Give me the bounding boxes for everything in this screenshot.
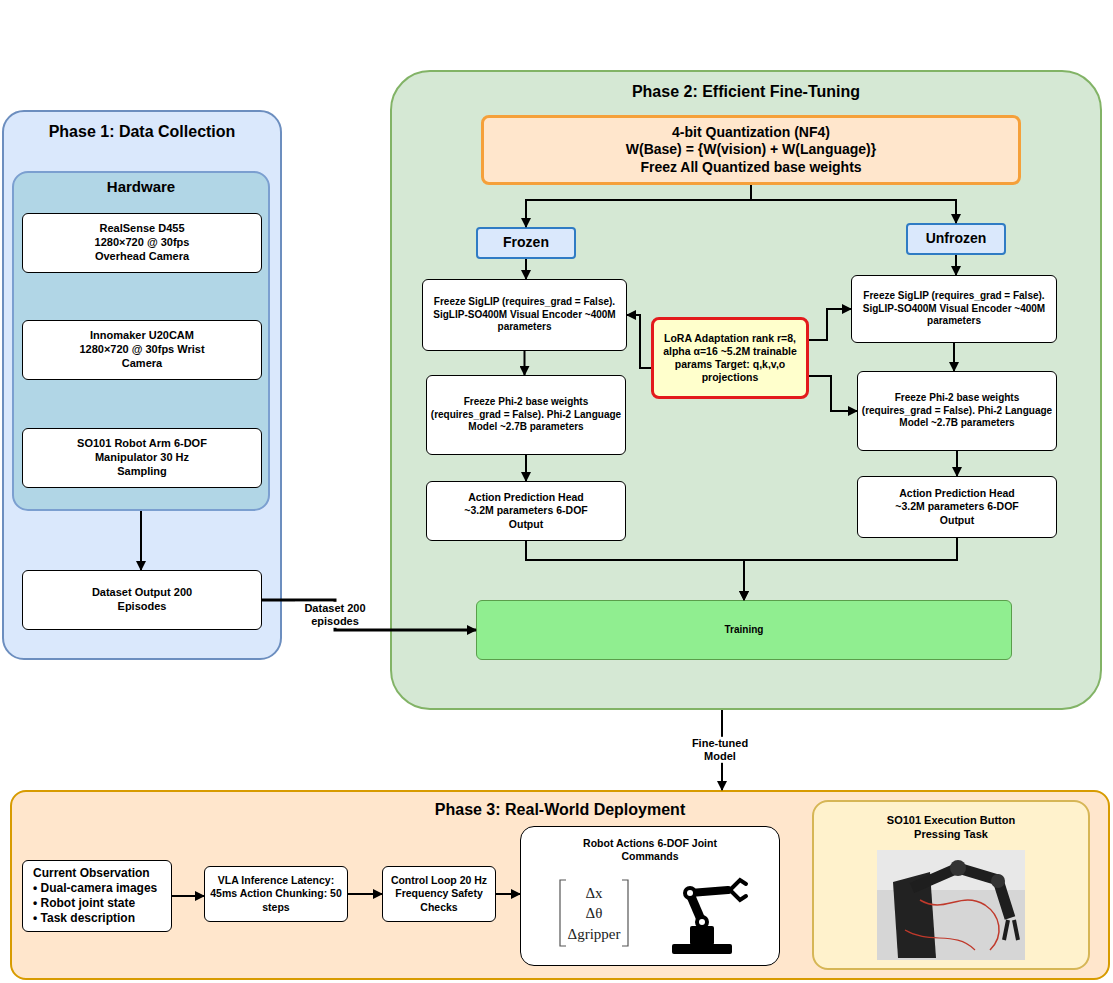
node-text: W(Base) = {W(vision) + W(Language)} [626, 141, 876, 159]
lora-box: LoRA Adaptation rank r=8, alpha α=16 ~5.… [651, 317, 809, 399]
edge-label: Dataset 200 episodes [295, 602, 375, 628]
node-text: Freez All Quantized base weights [640, 159, 861, 177]
group-box: HardwareRealSense D455 1280×720 @ 30fps … [12, 171, 270, 511]
connector-arrow [525, 455, 527, 481]
node-text: Current Observation [33, 866, 150, 881]
hardware-box: SO101 Robot Arm 6-DOF Manipulator 30 Hz … [22, 428, 262, 488]
node-text: Phase 2: Efficient Fine-Tuning [632, 82, 860, 102]
node-text: Innomaker U20CAM 1280×720 @ 30fps Wrist … [77, 329, 207, 370]
connector-arrow [526, 185, 751, 227]
connector-arrow [140, 511, 142, 570]
phase-band: Phase 1: Data CollectionHardwareRealSens… [2, 110, 282, 660]
node-text: Robot Actions 6-DOF Joint Commands [575, 837, 725, 863]
node-text: VLA Inference Latency: 45ms Action Chunk… [209, 874, 344, 913]
process-box: VLA Inference Latency: 45ms Action Chunk… [204, 866, 348, 922]
edge-label: Fine-tuned Model [685, 737, 755, 763]
connector-arrow [956, 451, 958, 476]
output-box: Robot Actions 6-DOF Joint Commands [520, 826, 780, 966]
node-text: Action Prediction Head ~3.2M parameters … [459, 491, 594, 530]
process-box: Control Loop 20 Hz Frequency Safety Chec… [382, 866, 496, 922]
node-text: SO101 Execution Button Pressing Task [876, 814, 1026, 842]
connector-arrow [955, 255, 957, 275]
node-text: Freeze Phi-2 base weights (requires_grad… [859, 392, 1055, 430]
head-box: Action Prediction Head ~3.2M parameters … [857, 476, 1057, 538]
node-text: Dataset Output 200 Episodes [87, 586, 197, 614]
node-text: 4-bit Quantization (NF4) [672, 124, 830, 142]
head-box: Action Prediction Head ~3.2M parameters … [426, 481, 626, 541]
phase-band: Phase 2: Efficient Fine-Tuning 4-bit Quan… [390, 70, 1102, 710]
quantization-box: 4-bit Quantization (NF4)W(Base) = {W(vis… [481, 115, 1021, 185]
matrix-entry: Δθ [586, 905, 603, 922]
node-text: Freeze SigLIP (requires_grad = False). S… [425, 296, 625, 334]
node-text: Phase 3: Real-World Deployment [435, 800, 685, 820]
node-text: Freeze Phi-2 base weights (requires_grad… [428, 396, 624, 434]
connector-arrow [348, 893, 382, 895]
hardware-box: Innomaker U20CAM 1280×720 @ 30fps Wrist … [22, 320, 262, 380]
node-text: SO101 Robot Arm 6-DOF Manipulator 30 Hz … [77, 437, 207, 478]
training-box: Training [476, 600, 1012, 660]
node-text: Control Loop 20 Hz Frequency Safety Chec… [385, 874, 493, 913]
result-panel: SO101 Execution Button Pressing Task [812, 800, 1090, 970]
node-text: Unfrozen [926, 230, 987, 248]
state-tag: Unfrozen [906, 223, 1006, 255]
model-box: Freeze Phi-2 base weights (requires_grad… [857, 371, 1057, 451]
node-text: Training [725, 624, 764, 637]
connector-arrow [172, 895, 204, 897]
node-text: • Dual-camera images [33, 881, 157, 896]
connector-arrow [953, 343, 955, 371]
connector-arrow [526, 541, 744, 600]
node-text: LoRA Adaptation rank r=8, alpha α=16 ~5.… [655, 332, 805, 385]
node-text: Frozen [503, 234, 549, 252]
hardware-box: RealSense D455 1280×720 @ 30fps Overhead… [22, 213, 262, 273]
connector-arrow [809, 309, 851, 340]
connector-arrow [751, 185, 956, 223]
connector-arrow [496, 893, 520, 895]
connector-arrow [524, 351, 526, 375]
node-text: • Task description [33, 911, 135, 926]
state-tag: Frozen [476, 227, 576, 259]
connector-arrow [744, 538, 957, 600]
model-box: Freeze Phi-2 base weights (requires_grad… [426, 375, 626, 455]
model-box: Freeze SigLIP (requires_grad = False). S… [851, 275, 1057, 343]
node-text: Phase 1: Data Collection [49, 122, 236, 142]
connector-arrow [262, 600, 476, 630]
output-box: Dataset Output 200 Episodes [22, 570, 262, 630]
node-text: • Robot joint state [33, 896, 135, 911]
node-text: Freeze SigLIP (requires_grad = False). S… [854, 290, 1054, 328]
model-box: Freeze SigLIP (requires_grad = False). S… [422, 279, 627, 351]
connector-arrow [627, 315, 651, 368]
phase-band: Phase 3: Real-World DeploymentCurrent Ob… [10, 790, 1110, 980]
node-text: Hardware [107, 178, 175, 197]
matrix-entry: Δx [585, 885, 602, 902]
connector-arrow [525, 259, 527, 279]
node-text: RealSense D455 1280×720 @ 30fps Overhead… [77, 222, 207, 263]
input-box: Current Observation• Dual-camera images•… [22, 860, 172, 932]
connector-arrow [809, 376, 857, 411]
matrix-entry: Δgripper [568, 926, 621, 943]
node-text: Action Prediction Head ~3.2M parameters … [890, 487, 1025, 526]
